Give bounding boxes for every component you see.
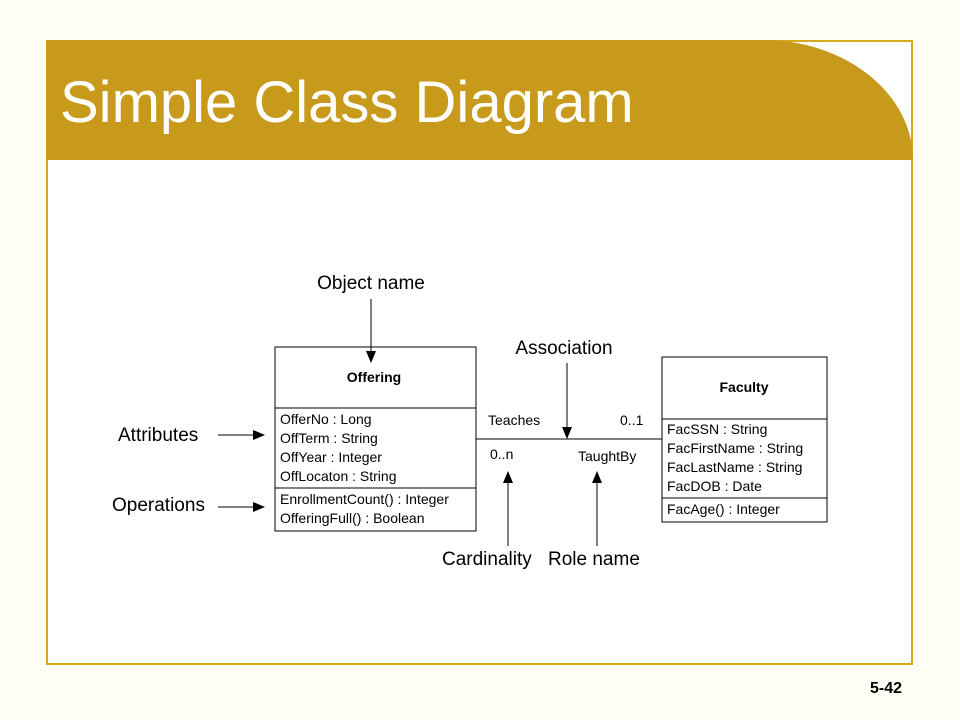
offering-operation: OfferingFull() : Boolean bbox=[280, 510, 424, 526]
faculty-attribute: FacDOB : Date bbox=[667, 478, 762, 494]
offering-attribute: OfferNo : Long bbox=[280, 411, 372, 427]
callout-attributes: Attributes bbox=[118, 425, 198, 446]
faculty-class-box bbox=[661, 356, 828, 523]
callout-operations: Operations bbox=[112, 495, 205, 516]
offering-attribute: OffTerm : String bbox=[280, 430, 378, 446]
title-bar bbox=[46, 40, 913, 160]
association-cardinality-left: 0..n bbox=[490, 446, 513, 462]
offering-class: Offering OfferNo : Long OffTerm : String… bbox=[274, 346, 477, 532]
faculty-attribute: FacSSN : String bbox=[667, 421, 767, 437]
offering-operation: EnrollmentCount() : Integer bbox=[280, 491, 449, 507]
callout-object-name: Object name bbox=[317, 273, 425, 294]
offering-attribute: OffYear : Integer bbox=[280, 449, 382, 465]
faculty-attribute: FacLastName : String bbox=[667, 459, 802, 475]
page-number: 5-42 bbox=[869, 680, 902, 697]
slide-title: Simple Class Diagram bbox=[60, 70, 634, 135]
callout-association: Association bbox=[515, 338, 612, 359]
association-cardinality-right: 0..1 bbox=[620, 412, 644, 428]
association-role-left: Teaches bbox=[488, 412, 540, 428]
offering-attribute: OffLocaton : String bbox=[280, 468, 396, 484]
callout-role-name: Role name bbox=[548, 549, 640, 570]
faculty-class-name: Faculty bbox=[719, 379, 768, 395]
faculty-attribute: FacFirstName : String bbox=[667, 440, 803, 456]
faculty-class: Faculty FacSSN : String FacFirstName : S… bbox=[661, 356, 828, 523]
callout-cardinality: Cardinality bbox=[442, 549, 532, 570]
association-role-right: TaughtBy bbox=[578, 448, 636, 464]
faculty-operation: FacAge() : Integer bbox=[667, 501, 780, 517]
offering-class-name: Offering bbox=[347, 369, 401, 385]
